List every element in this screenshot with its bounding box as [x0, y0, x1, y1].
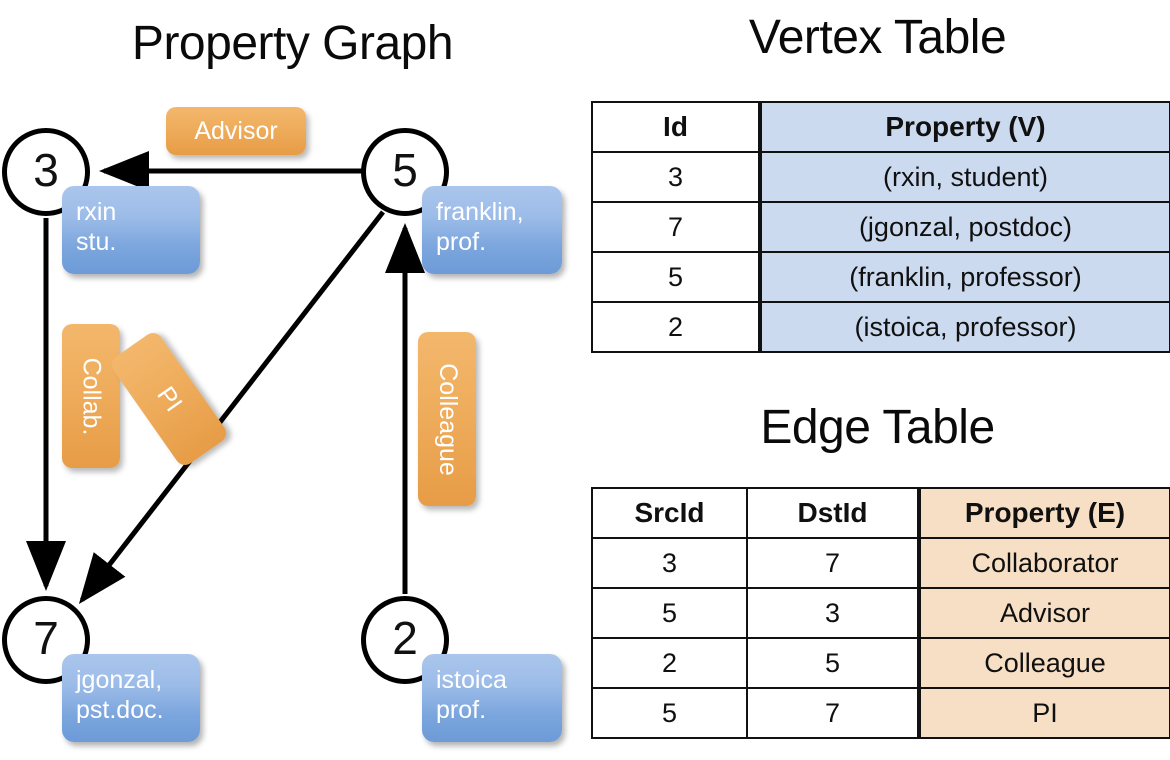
edge-table-header-dstid: DstId [746, 487, 920, 539]
vertex-property-box-5-line2: prof. [436, 227, 487, 256]
vertex-table-header-id: Id [591, 101, 761, 153]
page-title-property-graph: Property Graph [131, 17, 454, 70]
edge-table-cell-dstid: 7 [746, 687, 920, 739]
edge-label-advisor-text: Advisor [194, 116, 278, 145]
vertex-table: Id Property (V) 3 (rxin, student) 7 (jgo… [591, 101, 1170, 353]
edge-table-cell-property: Collaborator [917, 537, 1170, 589]
vertex-table-cell-property: (jgonzal, postdoc) [758, 201, 1170, 253]
table-row[interactable]: 5 3 Advisor [591, 587, 1170, 639]
vertex-table-header-property: Property (V) [758, 101, 1170, 153]
page-title-vertex-table: Vertex Table [748, 11, 1007, 64]
edge-table-cell-property: Colleague [917, 637, 1170, 689]
edge-table-cell-srcid: 2 [591, 637, 748, 689]
edge-table-cell-property: PI [917, 687, 1170, 739]
table-row[interactable]: 3 7 Collaborator [591, 537, 1170, 589]
edge-table-header-srcid: SrcId [591, 487, 748, 539]
graph-node-5-label: 5 [392, 144, 418, 196]
edge-label-colleague-text: Colleague [433, 362, 462, 476]
graph-node-5[interactable]: 5 [361, 128, 449, 216]
vertex-property-box-7-line1: jgonzal, [76, 666, 163, 694]
graph-node-7-label: 7 [33, 612, 59, 664]
table-row[interactable]: 2 (istoica, professor) [591, 301, 1170, 353]
vertex-table-cell-property: (istoica, professor) [758, 301, 1170, 353]
table-row[interactable]: 2 5 Colleague [591, 637, 1170, 689]
vertex-table-cell-id: 7 [591, 201, 761, 253]
edge-label-pi-text: PI [151, 381, 188, 417]
table-row[interactable]: 7 (jgonzal, postdoc) [591, 201, 1170, 253]
vertex-table-header-row: Id Property (V) [591, 101, 1170, 153]
table-row[interactable]: 5 (franklin, professor) [591, 251, 1170, 303]
vertex-table-cell-property: (franklin, professor) [758, 251, 1170, 303]
page-title-edge-table: Edge Table [760, 401, 995, 454]
edge-label-collab: Collab. [62, 324, 120, 468]
edge-table-cell-dstid: 5 [746, 637, 920, 689]
property-graph-diagram: 3 5 7 2 rxin stu. franklin, prof. jgonza… [2, 107, 562, 742]
edge-table-cell-property: Advisor [917, 587, 1170, 639]
vertex-property-box-7: jgonzal, pst.doc. [62, 654, 200, 742]
vertex-property-box-7-line2: pst.doc. [76, 695, 164, 724]
edge-table-header-property: Property (E) [917, 487, 1170, 539]
edge-label-collab-text: Collab. [77, 357, 106, 435]
edge-table-cell-srcid: 3 [591, 537, 748, 589]
graph-edges-svg [26, 151, 425, 604]
vertex-table-cell-id: 3 [591, 151, 761, 203]
graph-edge-pi [78, 210, 385, 604]
edge-table-cell-dstid: 3 [746, 587, 920, 639]
vertex-property-box-3-line2: stu. [76, 227, 117, 256]
vertex-property-box-2: istoica prof. [422, 654, 562, 742]
edge-table-cell-srcid: 5 [591, 687, 748, 739]
edge-table: SrcId DstId Property (E) 3 7 Collaborato… [591, 487, 1170, 739]
vertex-table-cell-id: 5 [591, 251, 761, 303]
vertex-property-box-5: franklin, prof. [422, 186, 562, 274]
vertex-property-box-2-line2: prof. [436, 695, 487, 724]
vertex-table-cell-id: 2 [591, 301, 761, 353]
edge-label-colleague: Colleague [418, 332, 476, 506]
vertex-table-cell-property: (rxin, student) [758, 151, 1170, 203]
vertex-property-box-5-line1: franklin, [436, 198, 524, 226]
graph-node-2[interactable]: 2 [361, 596, 449, 684]
edge-table-cell-dstid: 7 [746, 537, 920, 589]
edge-table-cell-srcid: 5 [591, 587, 748, 639]
graph-node-3-label: 3 [33, 144, 59, 196]
edge-table-header-row: SrcId DstId Property (E) [591, 487, 1170, 539]
vertex-property-box-3: rxin stu. [62, 186, 200, 274]
edge-label-advisor: Advisor [166, 107, 306, 155]
table-row[interactable]: 3 (rxin, student) [591, 151, 1170, 203]
table-row[interactable]: 5 7 PI [591, 687, 1170, 739]
vertex-property-box-3-line1: rxin [76, 198, 117, 226]
vertex-property-box-2-line1: istoica [436, 666, 507, 694]
graph-node-2-label: 2 [392, 612, 418, 664]
